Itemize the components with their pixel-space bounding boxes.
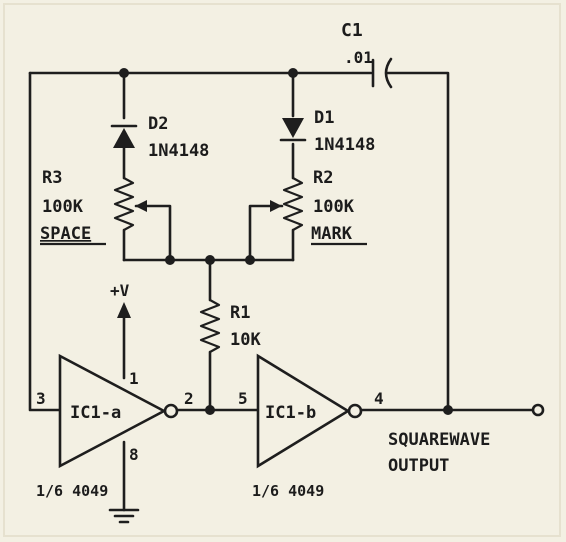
ic1b-part-label: 1/6 4049 (252, 482, 324, 500)
r2-value-label: 100K (313, 197, 355, 217)
capacitor-c1-icon (371, 57, 393, 89)
d1-part-label: 1N4148 (314, 135, 375, 155)
vcc-label: +V (110, 281, 130, 300)
wire-r2-wiper (248, 204, 284, 262)
d2-part-label: 1N4148 (148, 141, 209, 161)
output-label-line1: SQUAREWAVE (388, 430, 490, 450)
vcc-arrow-icon (117, 302, 131, 318)
potentiometer-r2-icon (270, 177, 304, 231)
ic1a-pin-gnd: 8 (129, 445, 139, 464)
output-label-line2: OUTPUT (388, 456, 449, 476)
inverter-ic1a-icon (58, 353, 179, 469)
wire-r3-wiper (134, 204, 172, 262)
r3-function-label: SPACE (40, 224, 91, 244)
r3-ref-label: R3 (42, 168, 62, 188)
d1-ref-label: D1 (314, 108, 334, 128)
junction-dot (165, 255, 175, 265)
d2-ref-label: D2 (148, 114, 168, 134)
junction-dot (245, 255, 255, 265)
c1-value-label: .01 (344, 48, 373, 67)
diode-d1-icon (279, 118, 307, 142)
c1-ref-label: C1 (341, 20, 363, 41)
r2-function-label: MARK (311, 224, 353, 244)
ic1b-ref-label: IC1-b (265, 403, 316, 423)
r1-ref-label: R1 (230, 303, 250, 323)
ic1a-part-label: 1/6 4049 (36, 482, 108, 500)
wire-left-rail (28, 71, 62, 412)
resistor-r1-icon (199, 299, 221, 353)
ic1b-pin-in: 5 (238, 389, 248, 408)
wire-c1-to-output (386, 71, 450, 412)
ic1a-ref-label: IC1-a (70, 403, 121, 423)
junction-dot (443, 405, 453, 415)
junction-dot (205, 405, 215, 415)
junction-dot (119, 68, 129, 78)
junction-dot (205, 255, 215, 265)
ic1b-pin-out: 4 (374, 389, 384, 408)
r2-ref-label: R2 (313, 168, 333, 188)
output-terminal-icon[interactable] (531, 403, 545, 417)
inverter-ic1b-icon (256, 353, 363, 469)
diode-d2-icon (110, 124, 138, 148)
junction-dot (288, 68, 298, 78)
ic1a-pin-in: 3 (36, 389, 46, 408)
schematic-frame (3, 3, 561, 537)
potentiometer-r3-icon (113, 177, 147, 231)
r3-value-label: 100K (42, 197, 84, 217)
ic1a-pin-out: 2 (184, 389, 194, 408)
ic1a-pin-vcc: 1 (129, 369, 139, 388)
ground-icon (108, 508, 140, 524)
r1-value-label: 10K (230, 330, 261, 350)
